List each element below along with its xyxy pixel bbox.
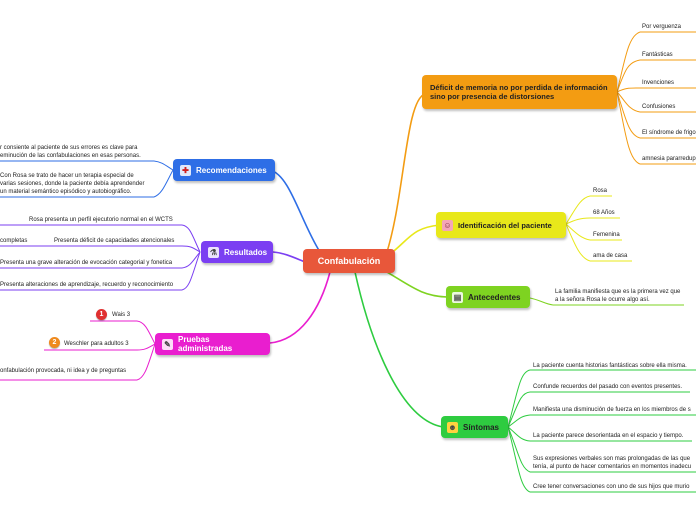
antecedentes-item: La familia manifiesta que es la primera … — [555, 289, 681, 303]
topic-sintomas-label: Síntomas — [463, 422, 500, 432]
sintomas-item: Sus expresiones verbales son mas prolong… — [533, 456, 692, 470]
topic-resultados-label: Resultados — [224, 247, 268, 257]
priority-2-icon: 2 — [49, 337, 60, 348]
recomendaciones-item: r consiente al paciente de sus errores e… — [0, 145, 141, 159]
deficit-item: Confusiones — [642, 104, 676, 110]
pruebas-item: onfabulación provocada, ni idea y de pre… — [0, 368, 127, 374]
topic-pruebas-label: Pruebas administradas — [178, 335, 233, 353]
sintomas-item: La paciente cuenta historias fantásticas… — [533, 363, 687, 369]
ambulance-icon: ✚ — [180, 164, 191, 176]
deficit-item: Invenciones — [642, 80, 675, 86]
link-sintomas — [354, 271, 444, 428]
resultados-item: Presenta una grave alteración de evocaci… — [0, 260, 173, 266]
topic-identificacion-label: Identificación del paciente — [458, 220, 552, 230]
deficit-item: El síndrome de frigo — [642, 130, 696, 136]
sintomas-item: La paciente parece desorientada en el es… — [533, 433, 684, 439]
document-icon: ▤ — [452, 291, 463, 303]
deficit-item: Fantásticas — [642, 52, 673, 58]
sintomas-item: Cree tener conversaciones con uno de sus… — [533, 484, 690, 490]
topic-deficit[interactable]: Déficit de memoria no por perdida de inf… — [422, 75, 617, 109]
identificacion-item: Femenina — [593, 232, 620, 238]
link-pruebas — [269, 271, 331, 344]
recomendaciones-item: Con Rosa se trato de hacer un terapia es… — [0, 173, 145, 195]
sintomas-item: Confunde recuerdos del pasado con evento… — [533, 384, 683, 390]
resultados-item: Rosa presenta un perfil ejecutorio norma… — [29, 217, 173, 223]
face-icon: ☻ — [447, 421, 458, 433]
sintomas-item: Manifiesta una disminución de fuerza en … — [533, 407, 691, 413]
identificacion-item: ama de casa — [593, 253, 628, 259]
deficit-item: amnesia pararreduplic — [642, 156, 696, 162]
identificacion-item: 68 Años — [593, 210, 615, 216]
priority-1-icon: 1 — [96, 309, 107, 320]
pruebas-item: Weschler para adultos 3 — [64, 341, 129, 347]
topic-antecedentes[interactable]: ▤ Antecedentes — [446, 286, 530, 308]
resultados-item: Presenta alteraciones de aprendizaje, re… — [0, 282, 174, 288]
link-resultados — [272, 251, 306, 263]
central-topic[interactable]: Confabulación — [303, 249, 395, 273]
resultados-item: Presenta déficit de capacidades atencion… — [54, 238, 175, 244]
pencil-icon: ✎ — [162, 338, 173, 350]
topic-antecedentes-label: Antecedentes — [468, 292, 521, 302]
topic-identificacion[interactable]: ☺ Identificación del paciente — [436, 212, 566, 238]
topic-recomendaciones-label: Recomendaciones — [196, 165, 267, 175]
central-topic-label: Confabulación — [317, 256, 381, 266]
topic-deficit-label: Déficit de memoria no por perdida de inf… — [430, 83, 608, 101]
topic-pruebas[interactable]: ✎ Pruebas administradas — [155, 333, 270, 355]
deficit-item: Por verguenza — [642, 24, 682, 30]
pruebas-item: Wais 3 — [112, 312, 131, 318]
topic-resultados[interactable]: ⚗ Resultados — [201, 241, 273, 263]
topic-sintomas[interactable]: ☻ Síntomas — [441, 416, 508, 438]
topic-recomendaciones[interactable]: ✚ Recomendaciones — [173, 159, 275, 181]
microscope-icon: ⚗ — [208, 246, 219, 258]
woman-face-icon: ☺ — [442, 219, 453, 231]
identificacion-item: Rosa — [593, 188, 608, 194]
link-deficit — [384, 93, 426, 259]
resultados-fragment: completas — [0, 238, 28, 244]
link-recomendaciones — [269, 169, 321, 253]
